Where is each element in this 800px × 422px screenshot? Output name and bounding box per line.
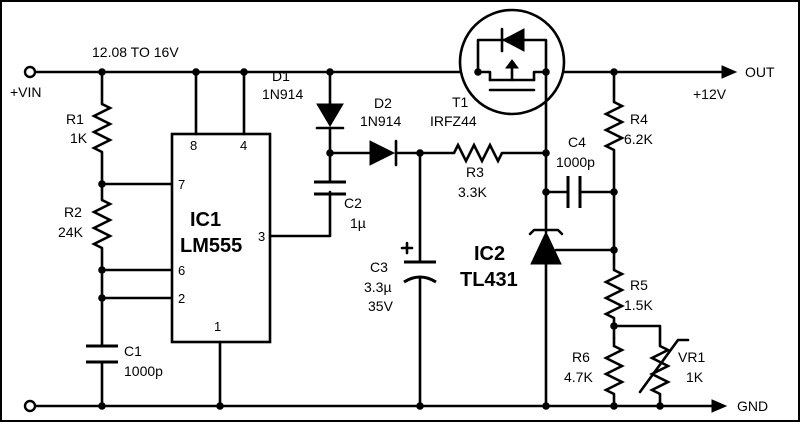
- r6-resistor: [603, 336, 625, 408]
- ic1-pin8: 8: [190, 138, 197, 153]
- r1-ref: R1: [66, 111, 84, 127]
- r3-resistor: [418, 142, 548, 164]
- t1-mosfet: [458, 8, 566, 155]
- c4-value: 1000p: [556, 154, 595, 170]
- ic1-lm555: [170, 70, 332, 408]
- r6-value: 4.7K: [564, 369, 593, 385]
- vin-terminal: [23, 65, 37, 79]
- t1-ref: T1: [452, 94, 469, 110]
- gnd-arrow-icon: [711, 399, 728, 413]
- d1-ref: D1: [272, 68, 290, 84]
- ic1-pin2: 2: [178, 291, 185, 306]
- ground-rail: [34, 399, 728, 413]
- ic1-pin1: 1: [214, 319, 221, 334]
- ic1-pin4: 4: [240, 138, 247, 153]
- d1-diode: [315, 70, 345, 184]
- r1-value: 1K: [70, 130, 88, 146]
- ic1-ref: IC1: [190, 209, 221, 231]
- r2-resistor: [91, 182, 113, 272]
- c2-capacitor: [314, 180, 346, 196]
- d1-part: 1N914: [262, 86, 303, 102]
- ic1-pin7: 7: [178, 177, 185, 192]
- r4-value: 6.2K: [624, 131, 653, 147]
- c1-capacitor: [86, 344, 118, 408]
- r4-resistor: [603, 70, 625, 252]
- ic2-part: TL431: [460, 269, 518, 291]
- c3-plus-icon: [400, 241, 414, 255]
- ic1-part: LM555: [180, 235, 242, 257]
- vr1-potentiometer: [612, 324, 690, 408]
- pin3-lead: [268, 190, 332, 238]
- ic1-pin6: 6: [178, 263, 185, 278]
- gnd-terminal: [23, 399, 37, 413]
- ic1-pin3: 3: [258, 229, 265, 244]
- r2-ref: R2: [64, 204, 82, 220]
- r3-ref: R3: [466, 164, 484, 180]
- vin-label: +VIN: [10, 84, 42, 100]
- t1-part: IRFZ44: [430, 113, 477, 129]
- vr1-ref: VR1: [678, 349, 705, 365]
- c4-ref: C4: [568, 134, 586, 150]
- junction-dots: [98, 68, 664, 410]
- c2-ref: C2: [344, 195, 362, 211]
- d2-ref: D2: [374, 95, 392, 111]
- vr1-value: 1K: [686, 369, 704, 385]
- ic2-ref: IC2: [474, 243, 505, 265]
- out-label: OUT: [745, 64, 775, 80]
- c3-voltage: 35V: [368, 298, 394, 314]
- c4-capacitor: [544, 176, 616, 208]
- r3-value: 3.3K: [458, 184, 487, 200]
- r4-ref: R4: [630, 111, 648, 127]
- c2-value: 1µ: [350, 215, 366, 231]
- out-voltage-label: +12V: [693, 86, 727, 102]
- r2-value: 24K: [58, 224, 84, 240]
- d2-diode: [328, 139, 422, 167]
- r6-ref: R6: [572, 349, 590, 365]
- c3-value: 3.3µ: [364, 279, 392, 295]
- r5-ref: R5: [630, 277, 648, 293]
- r5-value: 1.5K: [624, 297, 653, 313]
- d2-part: 1N914: [360, 113, 401, 129]
- c1-ref: C1: [124, 343, 142, 359]
- r1-resistor: [91, 70, 113, 186]
- out-arrow-icon: [721, 65, 738, 79]
- supply-rail: [34, 65, 738, 79]
- c1-value: 1000p: [124, 363, 163, 379]
- ic2-tl431: [528, 228, 616, 408]
- c3-ref: C3: [370, 259, 388, 275]
- c3-capacitor: [400, 151, 437, 408]
- gnd-label: GND: [737, 398, 768, 414]
- supply-range-label: 12.08 TO 16V: [92, 44, 179, 60]
